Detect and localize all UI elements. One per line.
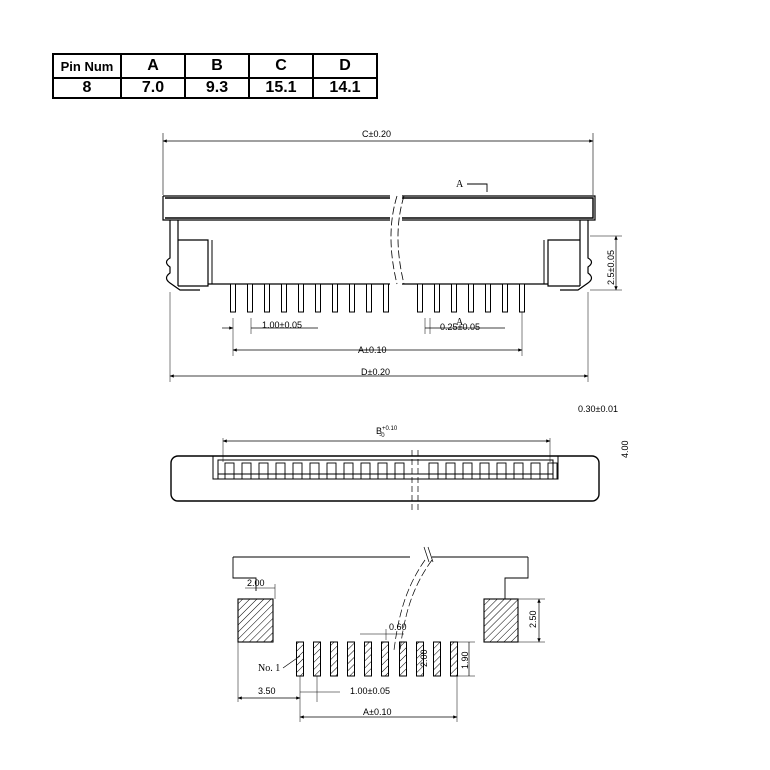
mounting-pad-left [237, 598, 274, 643]
footprint-view [232, 546, 545, 722]
value-a: 7.0 [120, 77, 186, 99]
header-b: B [184, 53, 250, 79]
header-pin-num: Pin Num [52, 53, 122, 79]
dim-a-label-footprint: A±0.10 [363, 707, 391, 717]
pin1-label: No. 1 [258, 663, 280, 674]
dim-2-00-label: 2.00 [247, 578, 265, 588]
top-pin [366, 283, 372, 313]
front-body [170, 455, 600, 502]
top-pin [434, 283, 440, 313]
top-pin [349, 283, 355, 313]
signal-pad [296, 641, 304, 677]
header-a: A [120, 53, 186, 79]
dim-2-00-vertical-label: 2.00 [419, 649, 429, 667]
top-view-pins [230, 283, 525, 313]
dim-1-90-label: 1.90 [460, 651, 470, 669]
front-contact [445, 462, 456, 480]
front-contact [530, 462, 541, 480]
front-contact [394, 462, 405, 480]
table-value-row: 8 7.0 9.3 15.1 14.1 [52, 77, 378, 99]
dim-3-50-label: 3.50 [258, 686, 276, 696]
top-view [162, 133, 622, 291]
signal-pad [364, 641, 372, 677]
top-pin [417, 283, 423, 313]
top-pin [519, 283, 525, 313]
dim-b-label: B+0.10-0 [376, 426, 398, 439]
signal-pad [450, 641, 458, 677]
top-pin [230, 283, 236, 313]
dimension-table: Pin Num A B C D 8 7.0 9.3 15.1 14.1 [52, 53, 378, 99]
front-contact [275, 462, 286, 480]
top-view-dimensions [169, 292, 589, 382]
dim-2-50-label: 2.50 [528, 610, 538, 628]
front-contact [241, 462, 252, 480]
table-header-row: Pin Num A B C D [52, 53, 378, 79]
dim-pin-width-label: 0.25±0.05 [440, 322, 480, 332]
signal-pad [347, 641, 355, 677]
front-contact [258, 462, 269, 480]
dim-0-60-label: 0.60 [389, 622, 407, 632]
header-d: D [312, 53, 378, 79]
dim-d-label: D±0.20 [361, 367, 390, 377]
top-pin [315, 283, 321, 313]
dim-c-label: C±0.20 [362, 129, 391, 139]
front-contact [292, 462, 303, 480]
top-pin [502, 283, 508, 313]
header-c: C [248, 53, 314, 79]
value-b: 9.3 [184, 77, 250, 99]
front-view-contacts [224, 462, 558, 480]
dim-pitch-label: 1.00±0.05 [262, 320, 302, 330]
mounting-pad-right [483, 598, 519, 643]
dim-pitch-label-footprint: 1.00±0.05 [350, 686, 390, 696]
view-a-label: A [456, 179, 464, 190]
front-contact [309, 462, 320, 480]
top-pin [247, 283, 253, 313]
front-view [170, 438, 600, 510]
front-view-labels: 0.30±0.01 4.00 B+0.10-0 [376, 404, 630, 458]
front-contact [547, 462, 558, 480]
signal-pad [381, 641, 389, 677]
dim-4-label: 4.00 [620, 440, 630, 458]
front-contact [377, 462, 388, 480]
top-pin [264, 283, 270, 313]
housing-top-plate [165, 197, 594, 219]
front-contact [496, 462, 507, 480]
signal-pad [313, 641, 321, 677]
value-pin-num: 8 [52, 77, 122, 99]
dim-height-label: 2.5±0.05 [606, 250, 616, 285]
footprint-labels: 2.00 2.50 0.60 2.00 1.90 No. 1 3.50 1.00… [247, 578, 538, 717]
dim-a-label: A±0.10 [358, 345, 386, 355]
signal-pad [416, 641, 424, 677]
top-pin [298, 283, 304, 313]
top-view-labels: C±0.20 A 2.5±0.05 1.00±0.05 0.25±0.05 A … [262, 129, 616, 377]
signal-pad [399, 641, 407, 677]
top-pin [281, 283, 287, 313]
dim-pin-a-label: A [456, 317, 464, 328]
top-pin [468, 283, 474, 313]
front-contact [462, 462, 473, 480]
dim-thickness-label: 0.30±0.01 [578, 404, 618, 414]
front-contact [224, 462, 235, 480]
front-contact [326, 462, 337, 480]
front-contact [360, 462, 371, 480]
top-pin [485, 283, 491, 313]
front-contact [479, 462, 490, 480]
front-contact [513, 462, 524, 480]
front-contact [343, 462, 354, 480]
top-pin [451, 283, 457, 313]
signal-pad [433, 641, 441, 677]
top-pin [332, 283, 338, 313]
value-c: 15.1 [248, 77, 314, 99]
front-contact [428, 462, 439, 480]
top-pin [383, 283, 389, 313]
signal-pad [330, 641, 338, 677]
footprint-pads [296, 641, 458, 677]
value-d: 14.1 [312, 77, 378, 99]
